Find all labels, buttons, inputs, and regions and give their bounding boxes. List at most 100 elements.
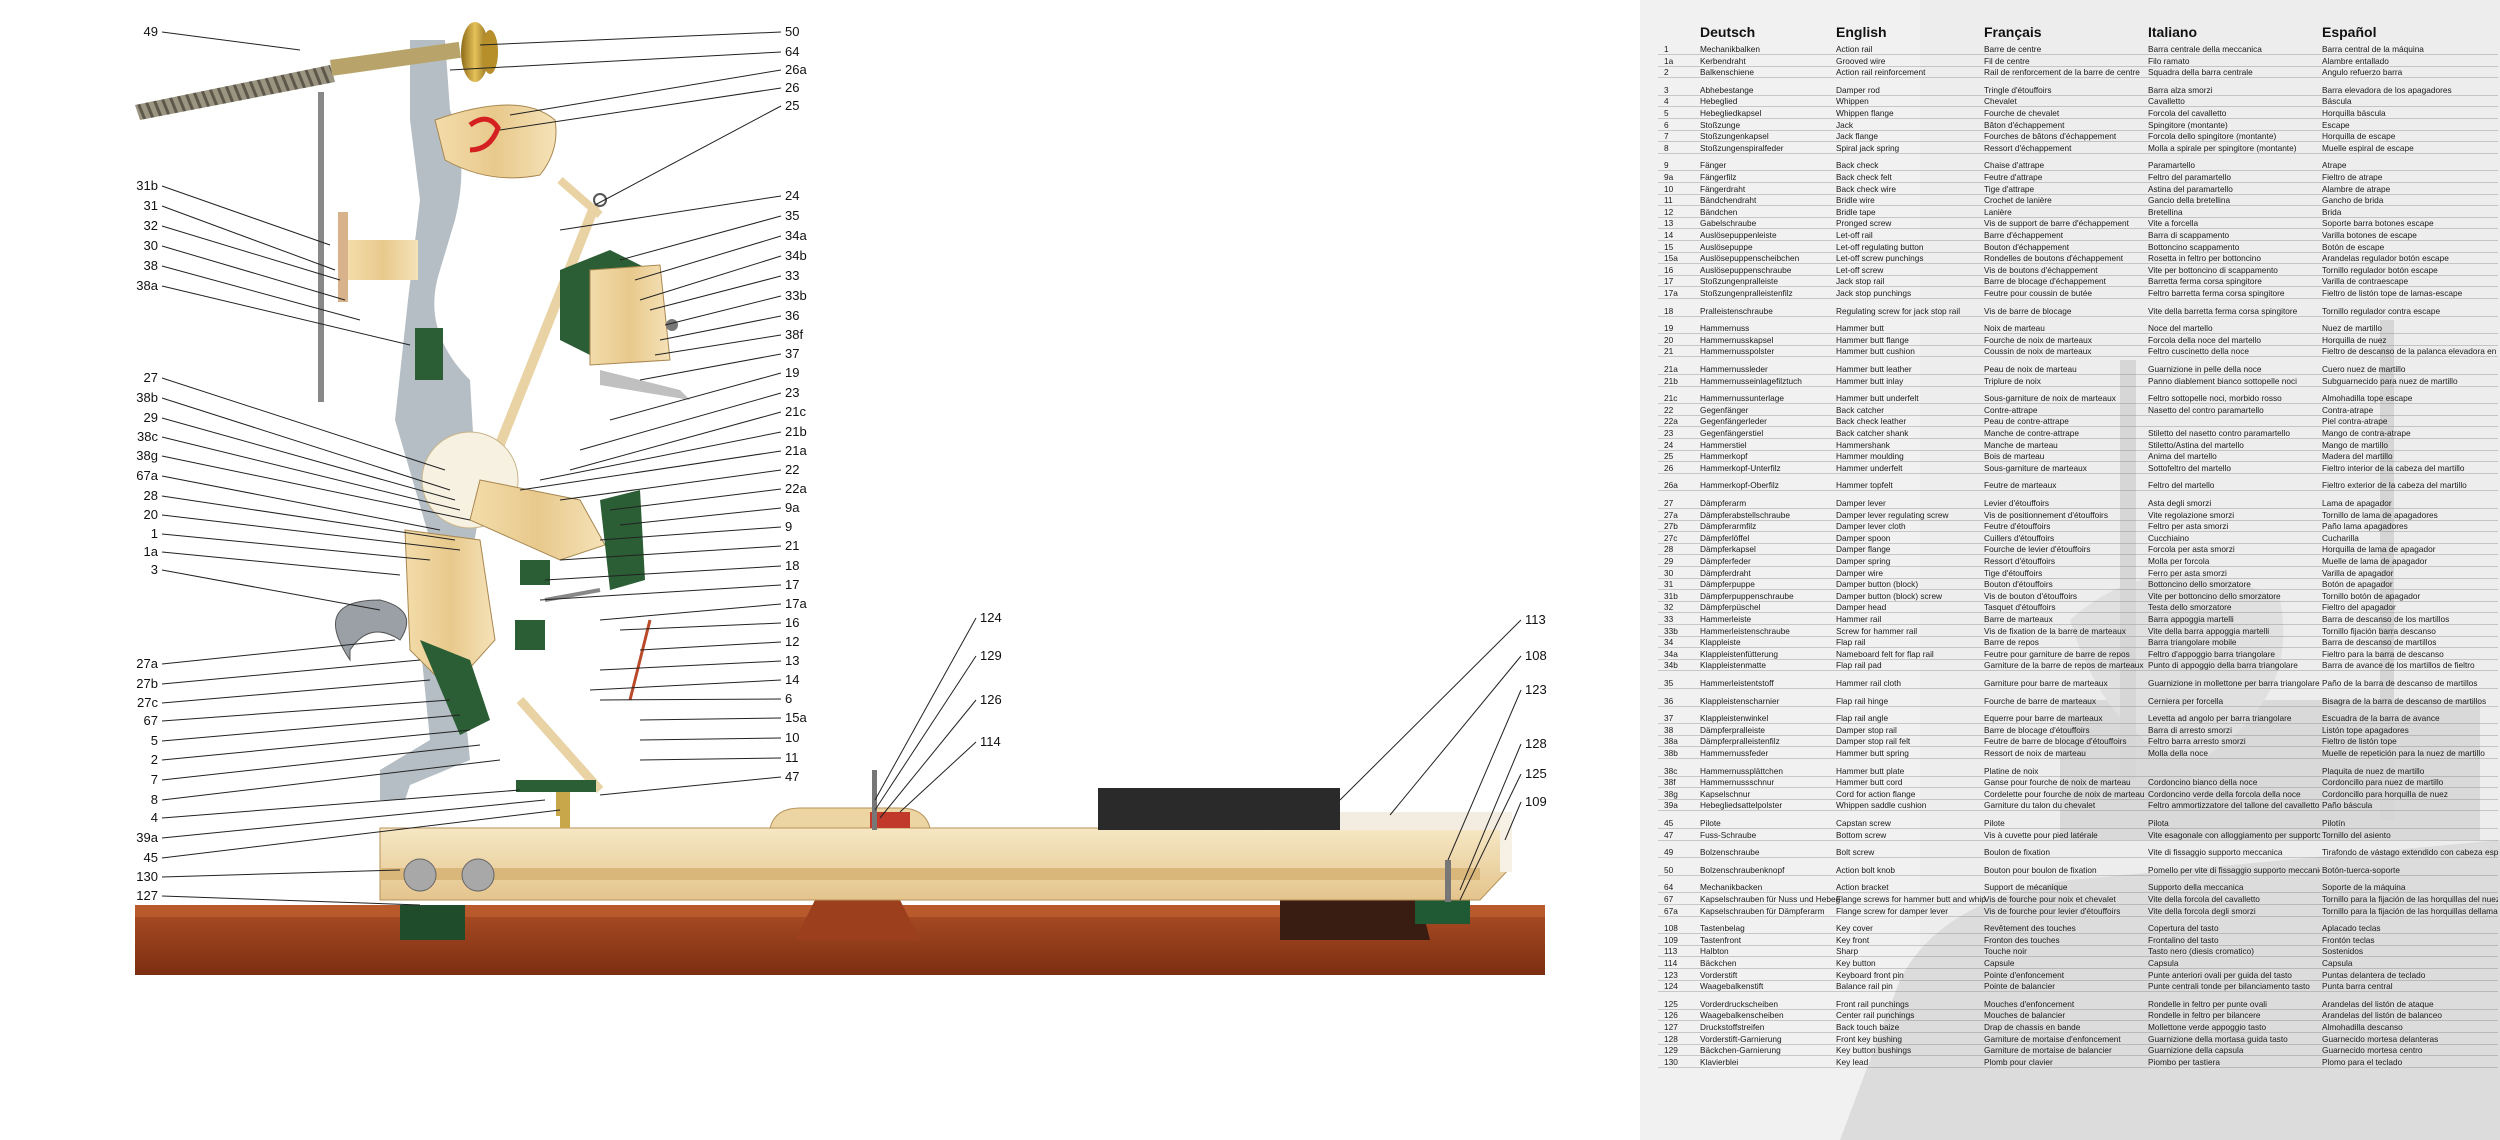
legend-cell-es: Tornillo botón de apagador [2322,590,2421,601]
legend-rule [1658,333,2498,335]
callout-label: 9a [785,500,800,515]
legend-cell-it: Stiletto del nasetto contro paramartello [2148,428,2291,438]
legend-cell-it: Rondelle in feltro per punte ovali [2148,998,2267,1009]
legend-cell-it: Vite esagonale con alloggiamento per sup… [2148,829,2320,840]
legend-cell-n: 15a [1664,253,1678,264]
bolt-screw [135,22,498,402]
legend-cell-n: 28 [1664,544,1674,555]
leader-line [161,285,411,346]
legend-cell-n: 21c [1664,393,1678,404]
callout-label: 38f [785,327,803,342]
legend-cell-it: Capsula [2148,958,2179,968]
legend-cell-n: 38g [1664,788,1678,799]
legend-rule [1658,205,2498,207]
leader-line [1339,619,1522,801]
legend-cell-n: 26a [1664,480,1678,491]
legend-rule [1658,933,2498,935]
legend-cell-it: Feltro del paramartello [2148,172,2232,182]
legend-cell-n: 39a [1664,800,1678,811]
callout-label: 17 [785,577,799,592]
legend-cell-n: 22a [1664,416,1678,427]
legend-rule [1658,554,2498,556]
legend-cell-n: 24 [1664,439,1674,450]
legend-cell-de: Stoßzungenspiralfeder [1700,142,1784,153]
legend-cell-fr: Manche de marteau [1984,439,2058,450]
legend-cell-it: Levetta ad angolo per barra triangolare [2148,713,2292,724]
legend-cell-it: Barra triangolare mobile [2148,637,2237,648]
callout-label: 125 [1525,766,1547,781]
legend-rule [1658,577,2498,579]
legend-cell-en: Cord for action flange [1836,788,1916,799]
legend-cell-fr: Barre de marteaux [1984,614,2053,624]
legend-cell-n: 21 [1664,346,1674,357]
leader-line [161,455,471,521]
legend-rule [1658,775,2498,777]
legend-cell-en: Damper rod [1836,84,1880,95]
legend-cell-en: Let-off screw punchings [1836,253,1924,264]
leader-line [161,397,451,491]
legend-cell-en: Hammer butt cushion [1836,346,1915,357]
legend-cell-fr: Feutre pour coussin de butée [1984,288,2092,298]
legend-cell-it: Molla della noce [2148,748,2208,758]
legend-cell-n: 36 [1664,695,1674,706]
legend-cell-de: Hammerkopf-Oberfilz [1700,480,1779,491]
hammer-butt-whippen [334,431,652,816]
legend-cell-de: Stoßzunge [1700,119,1741,130]
legend-rule [1658,94,2498,96]
legend-cell-it: Punte centrali tonde per bilanciamento t… [2148,981,2310,992]
callout-label: 27b [136,676,158,691]
legend-cell-de: Kerbendraht [1700,55,1746,66]
legend-cell-it: Asta degli smorzi [2148,498,2212,508]
legend-cell-it: Noce del martello [2148,323,2213,334]
leader-line [161,31,301,51]
legend-cell-n: 10 [1664,183,1674,194]
legend-cell-fr: Ressort de noix de marteau [1984,748,2086,758]
legend-cell-fr: Tringle d'étouffoirs [1984,84,2052,95]
legend-cell-de: Kapselschrauben für Nuss und Hebeglied [1700,894,1840,904]
legend-cell-de: Gegenfänger [1700,404,1749,415]
callout-label: 12 [785,634,799,649]
callout-label: 45 [144,850,158,865]
legend-rule [1658,356,2498,358]
legend-cell-it: Frontalino del tasto [2148,934,2219,945]
legend-cell-de: Hebeglied [1700,96,1738,107]
callout-label: 8 [151,792,158,807]
legend-rule [1658,472,2498,474]
legend-cell-en: Jack [1836,119,1854,130]
legend-cell-de: Auslösepuppenschraube [1700,264,1792,275]
callout-label: 26a [785,62,807,77]
legend-rule [1658,1032,2498,1033]
legend-cell-es: Barra elevadora de los apagadores [2322,84,2452,95]
legend-cell-de: Abhebestange [1700,84,1754,95]
callout-label: 9 [785,519,792,534]
parts-legend: Deutsch English Français Italiano Españo… [1640,0,2500,1140]
legend-cell-fr: Levier d'étouffoirs [1984,498,2050,508]
legend-cell-es: Aplacado teclas [2322,923,2381,934]
legend-cell-es: Frontón teclas [2322,934,2375,945]
leader-line [161,475,441,531]
legend-cell-fr: Coussin de noix de marteaux [1984,346,2092,357]
callout-label: 13 [785,653,799,668]
legend-cell-es: Almohadilla descanso [2322,1022,2403,1032]
legend-cell-n: 33b [1664,625,1678,636]
legend-cell-fr: Vis de fourche pour levier d'étouffoirs [1984,905,2121,916]
callout-label: 10 [785,730,799,745]
legend-cell-fr: Fourche de barre de marteaux [1984,695,2097,706]
leader-line [1459,773,1522,901]
legend-rule [1658,54,2498,55]
callout-label: 109 [1525,794,1547,809]
legend-rule [1658,944,2498,946]
legend-cell-en: Flap rail pad [1836,660,1882,671]
callout-label: 30 [144,238,158,253]
header-deutsch: Deutsch [1700,24,1756,40]
callout-label: 123 [1525,682,1547,697]
legend-cell-de: Gegenfängerleder [1700,416,1767,427]
